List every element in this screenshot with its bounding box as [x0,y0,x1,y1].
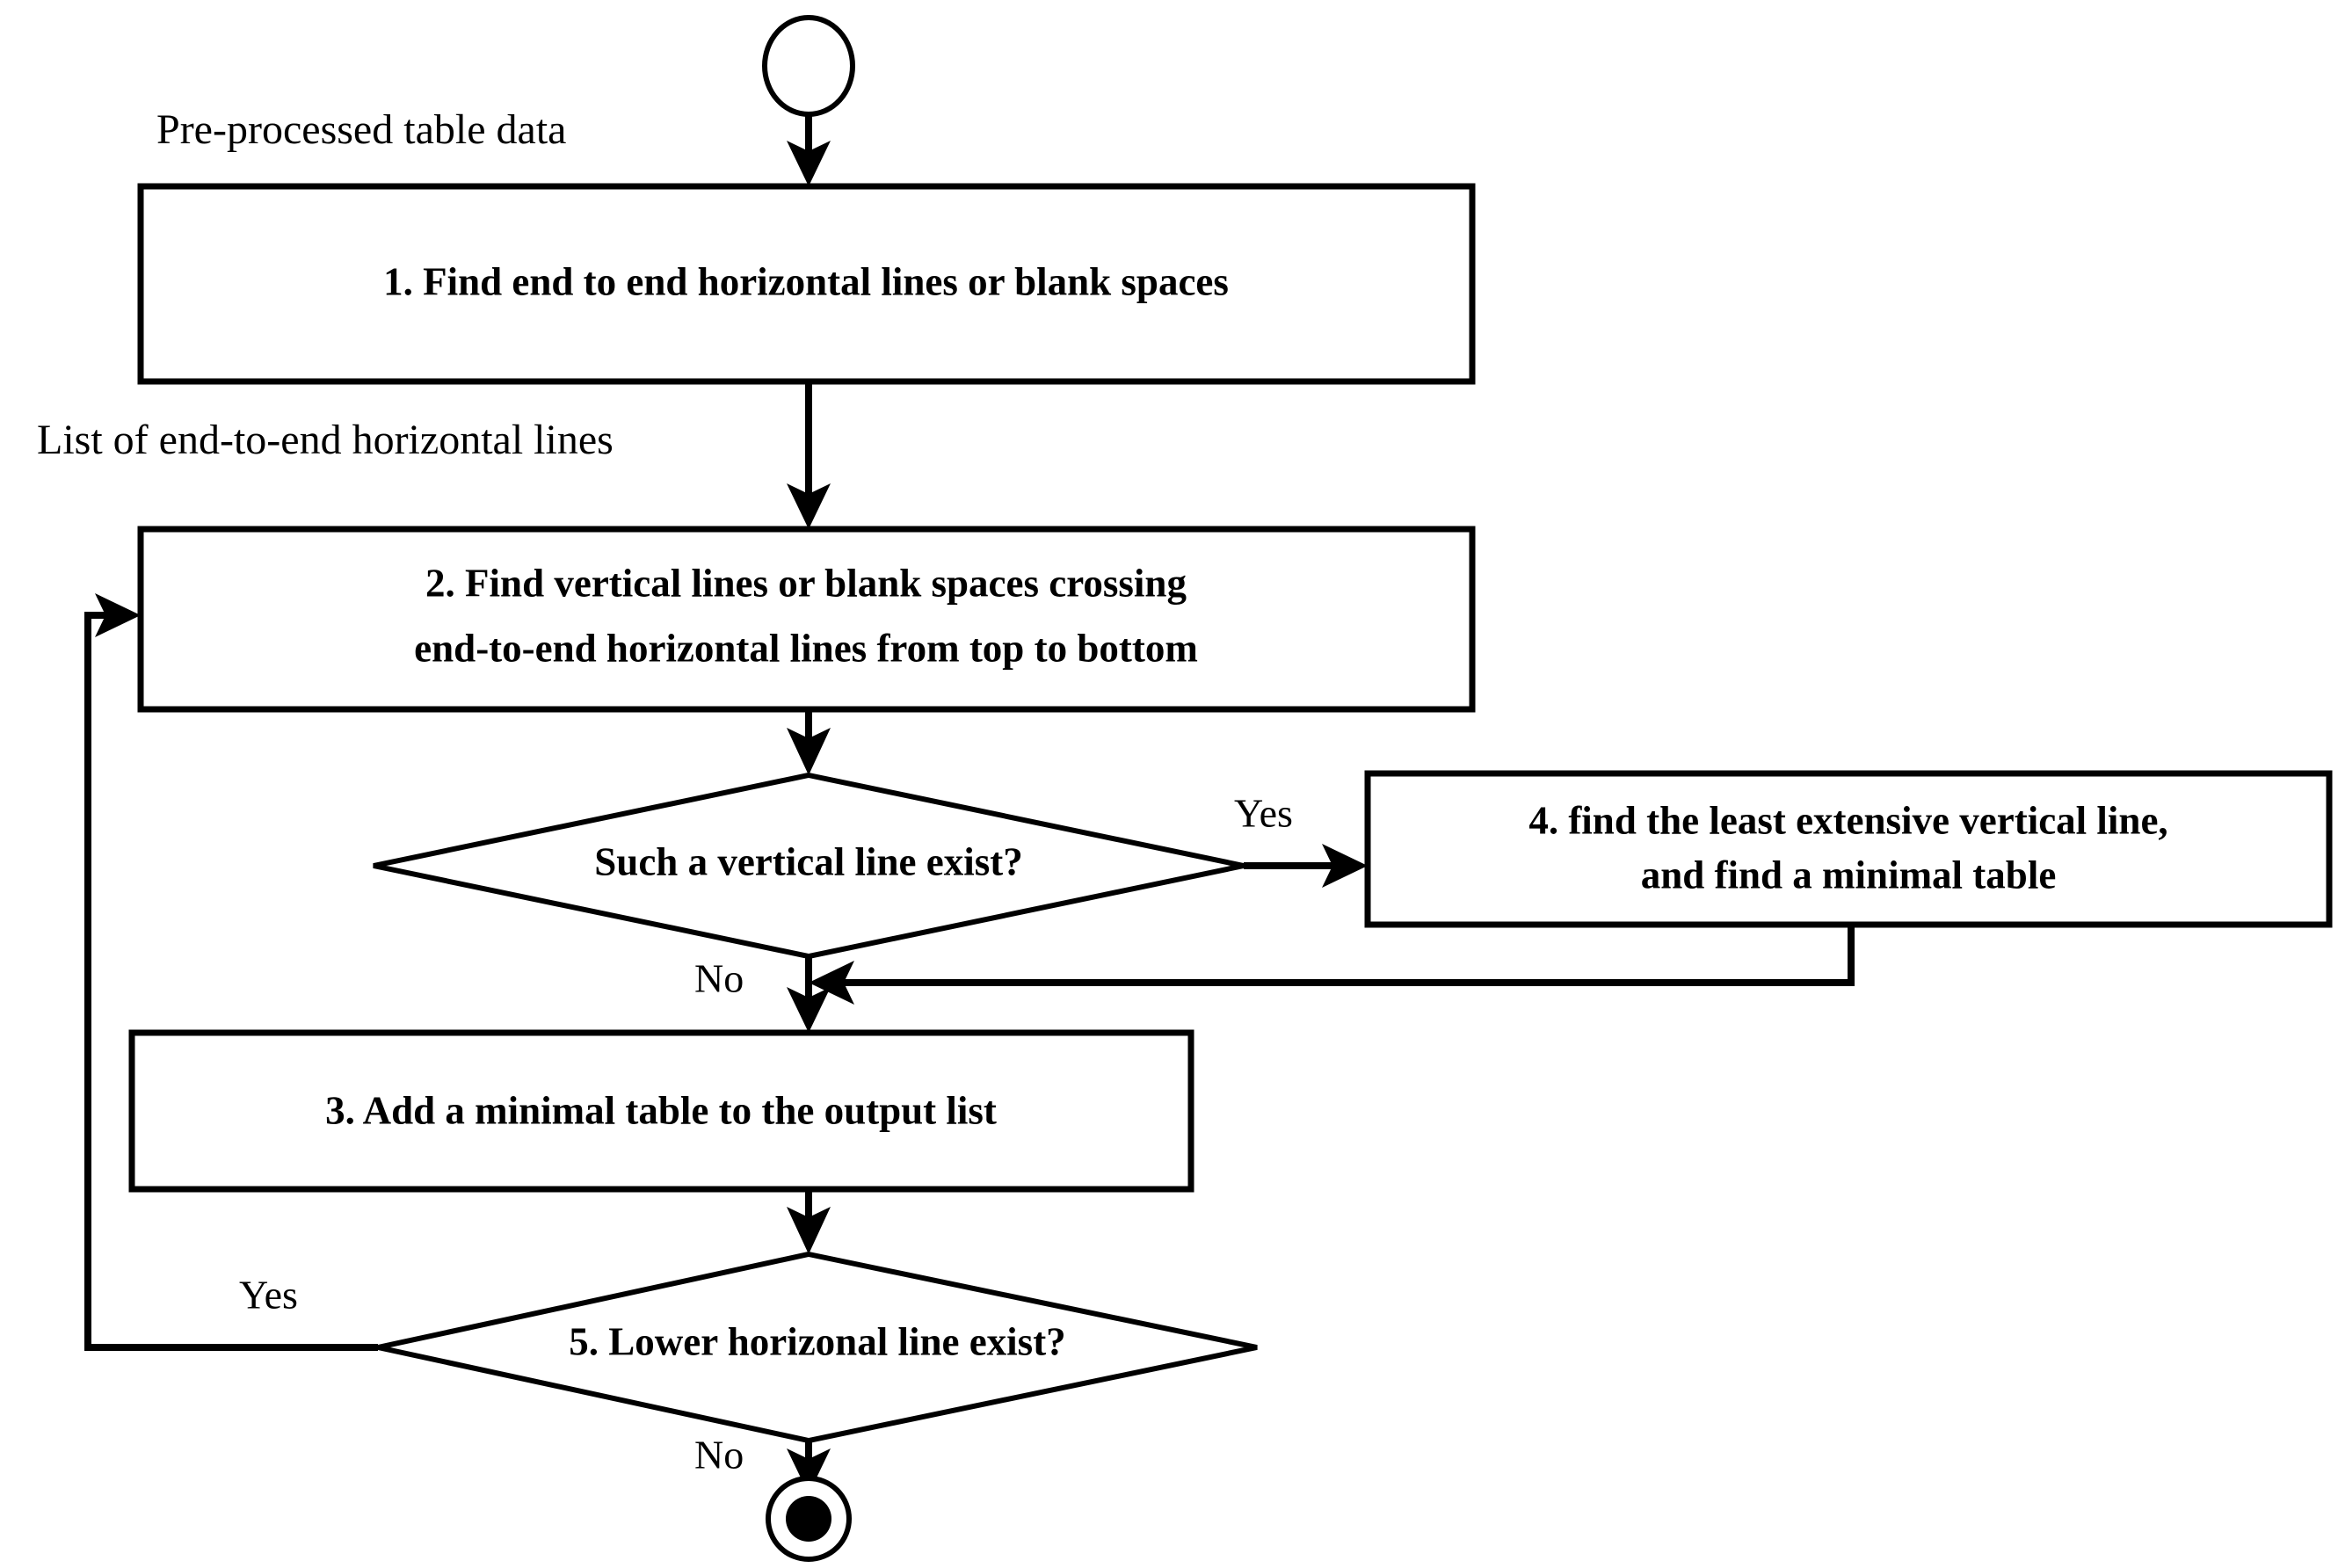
arrowhead-left [809,961,854,1005]
node-step2[interactable]: 2. Find vertical lines or blank spaces c… [137,526,1476,713]
edge-label-vertical-no: No [694,956,744,1001]
connector-step3-to-decision-lower [787,1189,831,1254]
connector-decision-lower-no [787,1441,831,1494]
connector-step2-to-decision-vertical [787,709,831,775]
node-step3-label: 3. Add a minimal table to the output lis… [325,1088,997,1132]
node-step1-label: 1. Find end to end horizontal lines or b… [383,259,1229,303]
node-step4-label-line2: and find a minimal table [1641,853,2057,897]
edge-label-lower-yes: Yes [239,1273,298,1318]
node-decision-vertical[interactable]: Such a vertical line exist? [373,772,1245,960]
edge-label-lower-no: No [694,1433,744,1477]
node-step2-label-line1: 2. Find vertical lines or blank spaces c… [425,561,1187,605]
node-step3[interactable]: 3. Add a minimal table to the output lis… [128,1029,1194,1193]
arrowhead-down [787,1207,831,1254]
node-decision-vertical-label: Such a vertical line exist? [594,839,1022,883]
connector-decision-vertical-yes [1244,844,1368,888]
node-step2-label-line2: end-to-end horizontal lines from top to … [414,626,1198,670]
node-decision-lower[interactable]: 5. Lower horizonal line exist? [377,1251,1258,1444]
node-step1[interactable]: 1. Find end to end horizontal lines or b… [137,183,1476,385]
start-node [762,15,855,117]
arrowhead-down [787,483,831,529]
intermediate-data-label: List of end-to-end horizontal lines [37,417,614,463]
connector-start-to-step1 [787,114,831,186]
node-decision-lower-label: 5. Lower horizonal line exist? [569,1319,1065,1363]
input-data-label: Pre-processed table data [156,106,566,153]
end-node-dot [786,1496,831,1542]
arrowhead-right [95,593,141,637]
arrowhead-down [787,987,831,1033]
edge-label-vertical-yes: Yes [1234,791,1293,836]
connector-decision-vertical-no [787,956,831,1033]
arrowhead-down [787,728,831,775]
node-step4-label-line1: 4. find the least extensive vertical lin… [1528,798,2167,842]
node-step4[interactable]: 4. find the least extensive vertical lin… [1364,770,2333,928]
connector-step1-to-step2 [787,381,831,529]
arrowhead-down [787,1448,831,1494]
end-node [766,1476,852,1562]
connector-step4-return [809,925,1855,1005]
connector-decision-lower-yes-loop [84,593,378,1351]
arrowhead-right [1322,844,1368,888]
arrowhead-down [787,141,831,186]
